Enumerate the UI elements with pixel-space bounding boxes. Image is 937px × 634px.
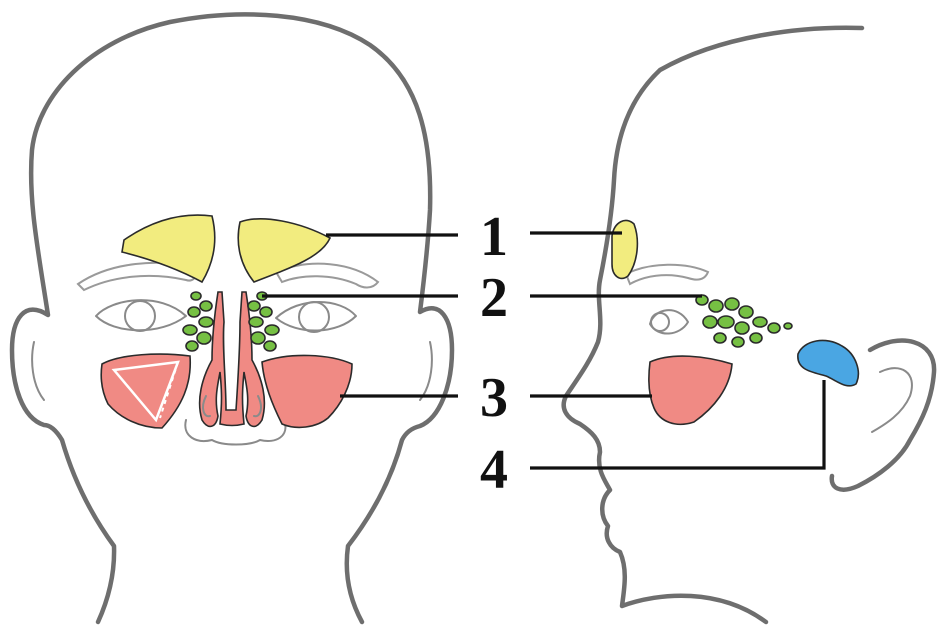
nasal-cavity xyxy=(200,292,265,426)
number-labels: 1 2 3 4 xyxy=(480,206,508,501)
ethmoid-sinus-side xyxy=(696,295,792,347)
sphenoid-sinus xyxy=(798,340,858,385)
maxillary-sinus-right xyxy=(262,355,352,427)
label-number-3: 3 xyxy=(480,367,508,429)
front-head-outline xyxy=(12,14,452,622)
maxillary-sinus-side xyxy=(649,356,732,424)
front-eye-left xyxy=(96,300,186,330)
front-ear-inner-left xyxy=(32,342,44,400)
front-ear-inner-right xyxy=(420,342,432,400)
front-iris-right xyxy=(299,302,329,332)
side-eyebrow xyxy=(626,265,708,284)
label-number-4: 4 xyxy=(480,439,508,501)
label-number-2: 2 xyxy=(480,267,508,329)
front-iris-left xyxy=(125,301,155,331)
side-iris xyxy=(651,313,669,331)
front-eye-right xyxy=(276,302,356,331)
side-ear-inner xyxy=(872,368,912,432)
front-view xyxy=(12,14,452,622)
side-view xyxy=(564,28,934,622)
ethmoid-sinus-front xyxy=(183,292,279,351)
label-number-1: 1 xyxy=(480,206,508,268)
